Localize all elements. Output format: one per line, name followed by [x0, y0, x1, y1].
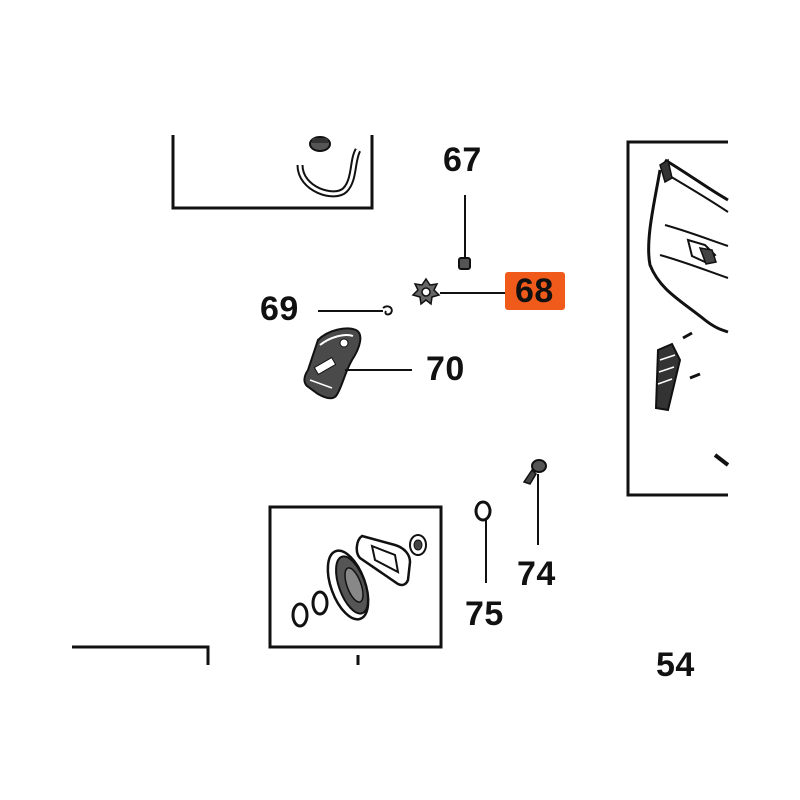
callout-75: 75: [465, 595, 504, 633]
part-68-star-washer-icon: [411, 277, 441, 306]
filter-plate-icon: [355, 534, 412, 587]
inset-box-bottom-left: [72, 645, 210, 665]
part-70-bracket-icon: [303, 327, 362, 400]
o-ring-icon: [291, 590, 329, 628]
hose-plug-icon: [309, 136, 331, 152]
callout-70: 70: [426, 350, 465, 388]
callout-67: 67: [443, 141, 482, 179]
inset-box-filter: [268, 505, 443, 649]
inset-box-hose: [171, 135, 374, 210]
callout-68[interactable]: 68: [515, 272, 554, 310]
part-69-pin-icon: [382, 305, 393, 316]
callout-54: 54: [656, 646, 695, 684]
part-75-washer-icon: [474, 500, 492, 522]
inset-box-housing: [626, 140, 730, 497]
callout-74: 74: [517, 555, 556, 593]
part-67-nut-icon: [458, 257, 471, 270]
part-74-screw-icon: [522, 459, 547, 485]
callout-69: 69: [260, 290, 299, 328]
filter-plug-icon: [409, 534, 427, 556]
highlight-marker-68: [505, 272, 565, 310]
filter-disc-icon: [326, 549, 370, 621]
